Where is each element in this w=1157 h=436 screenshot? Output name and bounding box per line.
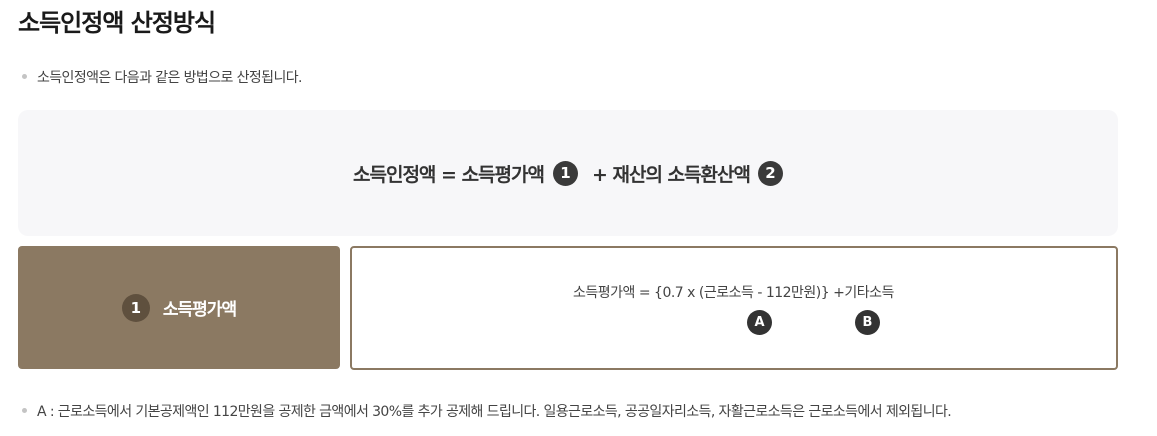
intro-text: 소득인정액은 다음과 같은 방법으로 산정됩니다. <box>37 70 302 86</box>
note-text-line: A : 근로소득에서 기본공제액인 112만원을 공제한 금액에서 30%를 추… <box>22 402 952 422</box>
formula-part-property-conversion: + 재산의 소득환산액 <box>591 163 751 186</box>
income-evaluation-formula-panel: 소득평가액 = {0.7 x (근로소득 - 112만원)} +기타소득 A B <box>350 246 1118 370</box>
income-evaluation-title: 소득평가액 <box>162 300 237 320</box>
bullet-dot-icon <box>22 73 27 79</box>
letter-b-badge-icon: B <box>855 310 880 335</box>
main-formula: 소득인정액 = 소득평가액 1 + 재산의 소득환산액 2 <box>353 160 783 187</box>
income-evaluation-equation: 소득평가액 = {0.7 x (근로소득 - 112만원)} +기타소득 <box>573 285 894 301</box>
page-title: 소득인정액 산정방식 <box>18 9 216 37</box>
number-2-badge-icon: 2 <box>757 160 783 186</box>
number-1-badge-icon: 1 <box>552 160 578 186</box>
bullet-dot-icon <box>22 407 27 413</box>
intro-text-line: 소득인정액은 다음과 같은 방법으로 산정됩니다. <box>22 68 302 88</box>
main-formula-box: 소득인정액 = 소득평가액 1 + 재산의 소득환산액 2 <box>18 110 1118 236</box>
number-1-badge-icon: 1 <box>121 293 150 322</box>
formula-part-income-evaluation: 소득인정액 = 소득평가액 <box>353 163 545 186</box>
letter-a-badge-icon: A <box>747 310 772 335</box>
note-text: A : 근로소득에서 기본공제액인 112만원을 공제한 금액에서 30%를 추… <box>37 404 952 420</box>
income-evaluation-header-panel: 1 소득평가액 <box>18 246 340 369</box>
